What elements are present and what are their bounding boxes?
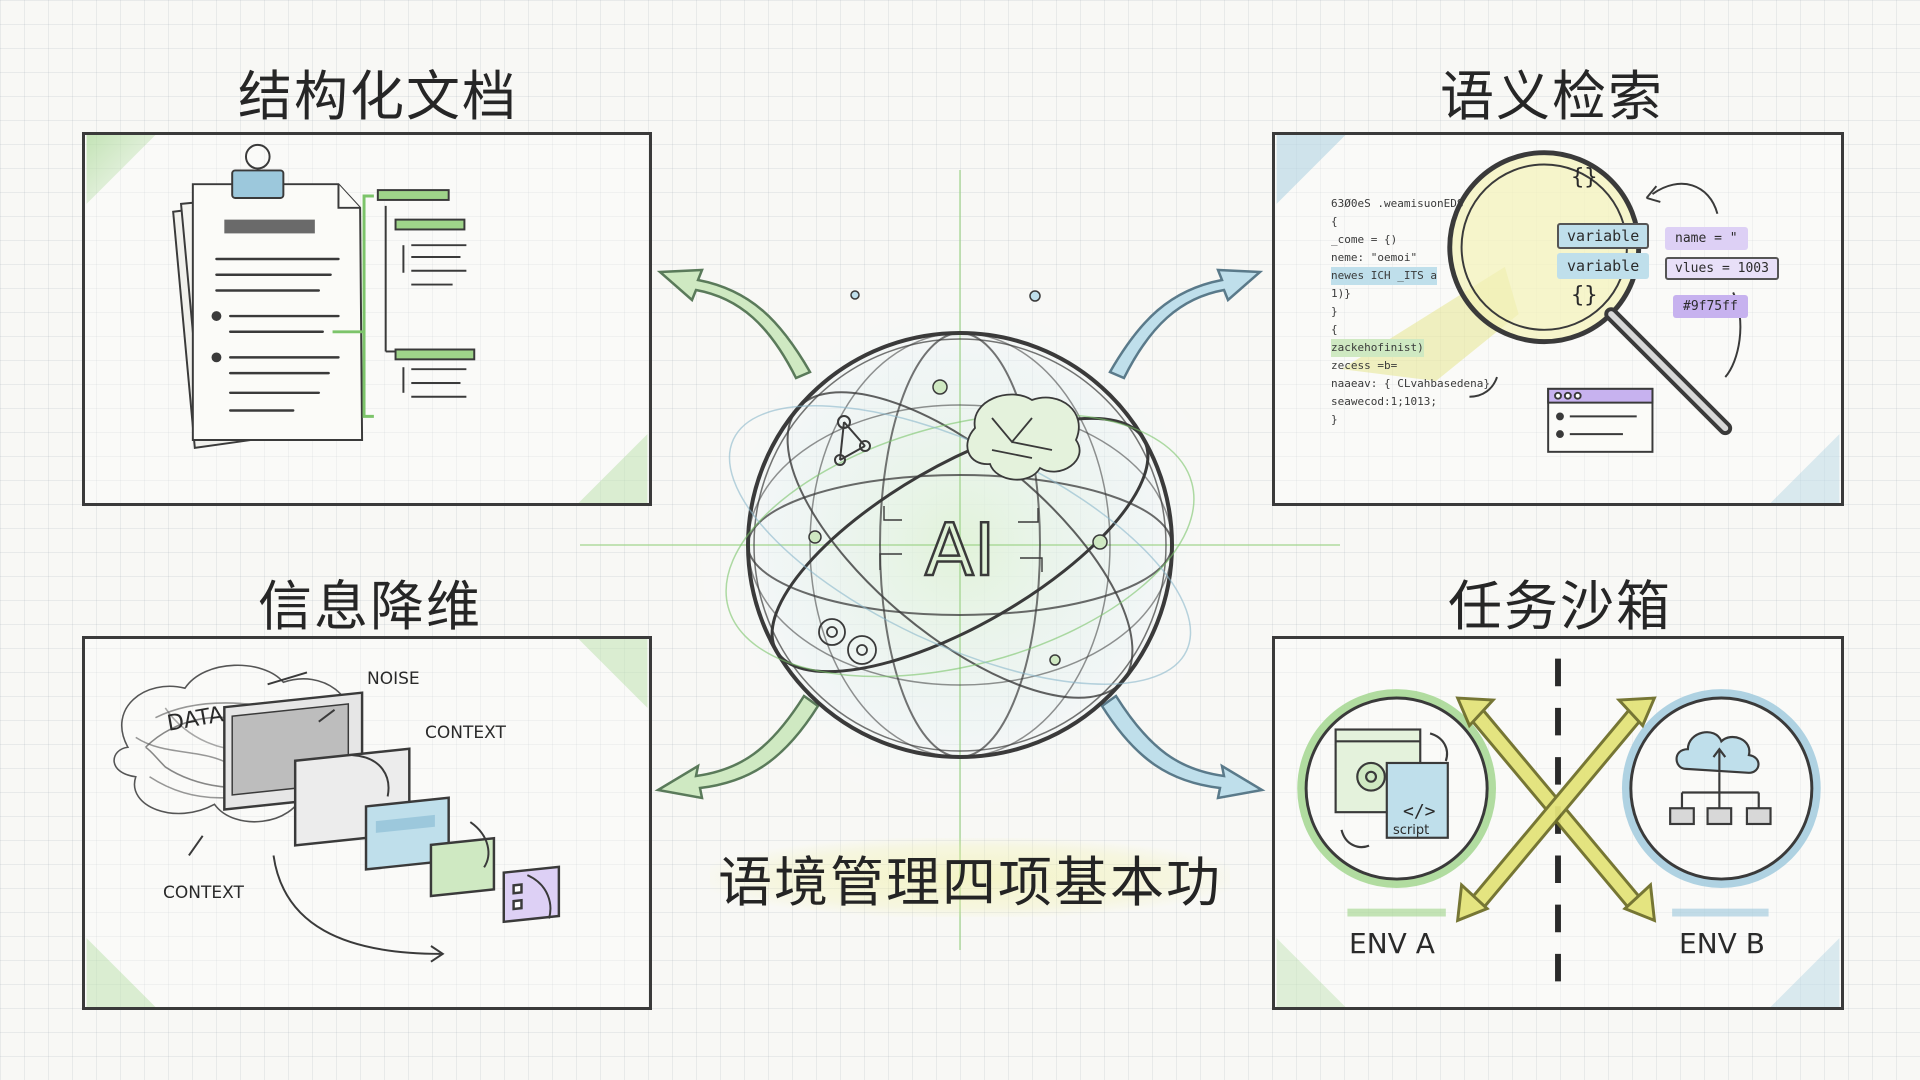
crossing-arrows-icon bbox=[1455, 696, 1657, 923]
document-stack-illustration bbox=[86, 135, 648, 503]
magnifier-icon bbox=[1447, 150, 1733, 436]
context-label-bottom: CONTEXT bbox=[163, 883, 244, 903]
flow-arrows bbox=[188, 671, 552, 963]
info-reduction-heading: 信息降维 bbox=[258, 575, 482, 638]
brain-icon bbox=[966, 393, 1081, 481]
arrow-to-structured-docs bbox=[656, 268, 812, 380]
semantic-search-panel: 63Ø0eS .weamisuonEDS { _come = {) neme: … bbox=[1272, 132, 1844, 506]
structured-docs-panel bbox=[82, 132, 652, 506]
noise-label: NOISE bbox=[367, 669, 420, 689]
arrow-to-semantic-search bbox=[1108, 268, 1264, 380]
tag-values: vlues = 1003 bbox=[1665, 257, 1779, 280]
script-window-icon bbox=[1334, 728, 1449, 849]
circuit-traces bbox=[879, 506, 1043, 572]
structured-docs-heading: 结构化文档 bbox=[238, 65, 518, 128]
ai-sphere-label: AI bbox=[925, 508, 996, 592]
data-funnel-illustration bbox=[86, 639, 648, 1007]
code-block-lines: 63Ø0eS .weamisuonEDS { _come = {) neme: … bbox=[1331, 197, 1490, 426]
ai-sphere-illustration: AI bbox=[580, 170, 1340, 950]
env-b-label: ENV B bbox=[1679, 927, 1765, 960]
center-title: 语境管理四项基本功 bbox=[710, 838, 1230, 917]
lens-token-variable: variable bbox=[1557, 253, 1650, 279]
env-a-label: ENV A bbox=[1349, 927, 1435, 960]
task-sandbox-heading: 任务沙箱 bbox=[1448, 575, 1672, 638]
lens-token-variable: variable bbox=[1557, 223, 1650, 249]
lens-token-braces: {} bbox=[1571, 283, 1598, 308]
semantic-search-heading: 语义检索 bbox=[1440, 65, 1664, 128]
document-text-lines bbox=[215, 219, 340, 412]
info-reduction-panel: DATA NOISE CONTEXT CONTEXT bbox=[82, 636, 652, 1010]
tag-name: name = " bbox=[1665, 227, 1748, 250]
script-label: script bbox=[1393, 823, 1430, 838]
task-sandbox-panel: </> script ENV A ENV B bbox=[1272, 636, 1844, 1010]
ai-globe-icon bbox=[725, 331, 1195, 759]
bullet-dot bbox=[211, 352, 222, 363]
glow-cross-lines bbox=[580, 170, 1340, 950]
sandbox-illustration bbox=[1276, 658, 1840, 1007]
arrow-to-task-sandbox bbox=[1100, 694, 1266, 800]
network-graph-icon bbox=[834, 415, 871, 466]
arrow-to-info-reduction bbox=[654, 694, 820, 800]
lens-token-braces: {} bbox=[1571, 165, 1598, 190]
context-label-top: CONTEXT bbox=[425, 723, 506, 743]
browser-window-icon bbox=[1547, 387, 1654, 453]
binder-clip-icon bbox=[231, 143, 285, 199]
tag-color-hex: #9f75ff bbox=[1673, 295, 1748, 318]
env-a-circle bbox=[1297, 689, 1497, 888]
orbit-nodes bbox=[808, 290, 1108, 666]
hierarchy-tree-icon bbox=[332, 189, 476, 418]
bullet-dot bbox=[211, 311, 222, 321]
context-layers bbox=[223, 691, 561, 924]
script-code-icon: </> bbox=[1403, 801, 1436, 822]
gear-icon bbox=[818, 618, 877, 665]
env-b-circle bbox=[1621, 689, 1821, 888]
cloud-network-icon bbox=[1669, 731, 1772, 826]
